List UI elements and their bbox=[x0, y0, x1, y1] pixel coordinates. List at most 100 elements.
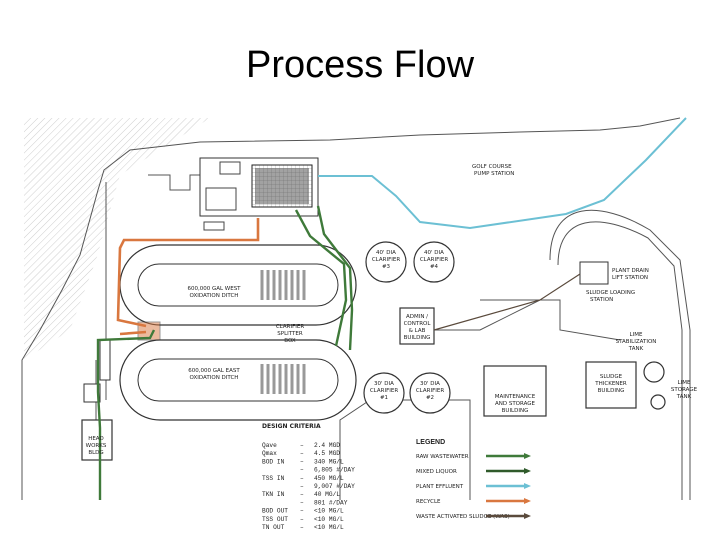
thickener-label: SLUDGE THICKENER BUILDING bbox=[594, 374, 627, 394]
svg-text:CLARIFIER: CLARIFIER bbox=[416, 388, 444, 394]
clarifier-4 bbox=[413, 241, 455, 283]
legend-arrow-icon bbox=[524, 498, 531, 504]
admin-label: ADMIN / CONTROL & LAB BUILDING bbox=[404, 314, 432, 341]
criteria-value: <10 MG/L bbox=[314, 524, 344, 531]
criteria-param: BOD IN bbox=[262, 458, 285, 465]
legend-label: PLANT EFFLUENT bbox=[416, 484, 464, 490]
criteria-param: TSS IN bbox=[262, 475, 285, 482]
lime-stab-label: LIME STABILIZATION TANK bbox=[616, 332, 657, 352]
admin-building bbox=[399, 307, 435, 345]
criteria-param: TSS OUT bbox=[262, 516, 288, 523]
legend-label: MIXED LIQUOR bbox=[416, 469, 457, 475]
svg-text:30' DIA: 30' DIA bbox=[420, 381, 440, 387]
svg-text:CLARIFIER: CLARIFIER bbox=[370, 388, 398, 394]
raw-wastewater-flow-line bbox=[96, 205, 354, 500]
svg-text:SLUDGE: SLUDGE bbox=[600, 374, 623, 380]
svg-text:600,000 GAL WEST: 600,000 GAL WEST bbox=[187, 286, 241, 292]
criteria-dash: – bbox=[300, 467, 304, 474]
legend: LEGEND RAW WASTEWATER MIXED LIQUOR PLANT E… bbox=[416, 439, 531, 520]
legend-label: WASTE ACTIVATED SLUDGE (WAS) bbox=[416, 514, 510, 520]
criteria-value: 9,007 #/DAY bbox=[314, 483, 355, 490]
criteria-dash: – bbox=[300, 442, 304, 449]
svg-text:BUILDING: BUILDING bbox=[502, 408, 529, 414]
svg-text:#1: #1 bbox=[380, 395, 388, 401]
svg-text:BLDG: BLDG bbox=[88, 450, 103, 456]
criteria-value: 340 MG/L bbox=[314, 458, 344, 465]
svg-text:TANK: TANK bbox=[676, 394, 692, 400]
was-flow-line bbox=[433, 273, 581, 331]
recycle-flow-line bbox=[116, 218, 260, 336]
legend-arrow-icon bbox=[524, 468, 531, 474]
criteria-value: <10 MG/L bbox=[314, 516, 344, 523]
svg-text:BOX: BOX bbox=[284, 338, 296, 344]
criteria-value: <10 MG/L bbox=[314, 508, 344, 515]
hatched-terrain bbox=[24, 118, 210, 360]
clarifier-1 bbox=[363, 372, 405, 414]
legend-label: RECYCLE bbox=[416, 499, 441, 505]
slide-title: Process Flow bbox=[245, 44, 475, 86]
svg-text:MAINTENANCE: MAINTENANCE bbox=[495, 394, 536, 400]
svg-text:& LAB: & LAB bbox=[409, 328, 426, 334]
svg-text:BUILDING: BUILDING bbox=[404, 335, 431, 341]
sludge-loading-label: SLUDGE LOADING STATION bbox=[586, 290, 635, 303]
plant-drain-lift-station bbox=[579, 261, 609, 285]
maintenance-building bbox=[483, 365, 547, 417]
svg-text:WORKS: WORKS bbox=[86, 443, 107, 449]
svg-text:CLARIFIER: CLARIFIER bbox=[276, 324, 304, 330]
svg-text:GOLF COURSE: GOLF COURSE bbox=[472, 164, 512, 170]
legend-arrow-icon bbox=[524, 453, 531, 459]
criteria-dash: – bbox=[300, 516, 304, 523]
svg-text:AND STORAGE: AND STORAGE bbox=[495, 401, 536, 407]
svg-text:SPLITTER: SPLITTER bbox=[277, 331, 303, 337]
svg-text:40' DIA: 40' DIA bbox=[424, 250, 444, 256]
criteria-param: Qmax bbox=[262, 450, 277, 457]
criteria-dash: – bbox=[300, 499, 304, 506]
criteria-value: 4.5 MGD bbox=[314, 450, 340, 457]
west-ditch-label: 600,000 GAL WEST OXIDATION DITCH bbox=[187, 286, 241, 299]
svg-text:BUILDING: BUILDING bbox=[598, 388, 625, 394]
criteria-dash: – bbox=[300, 508, 304, 515]
svg-text:LIME: LIME bbox=[630, 332, 643, 338]
svg-text:LIFT STATION: LIFT STATION bbox=[612, 275, 648, 281]
headworks-building bbox=[81, 339, 113, 461]
clarifier-3-label: 40' DIA CLARIFIER #3 bbox=[372, 250, 400, 270]
svg-text:OXIDATION DITCH: OXIDATION DITCH bbox=[190, 375, 239, 381]
svg-text:LIME: LIME bbox=[678, 380, 691, 386]
criteria-param: BOD OUT bbox=[262, 508, 288, 515]
splitter-label: CLARIFIER SPLITTER BOX bbox=[276, 324, 304, 344]
criteria-value: 40 MG/L bbox=[314, 491, 340, 498]
east-oxidation-ditch bbox=[119, 339, 357, 421]
effluent-flow-line bbox=[318, 117, 687, 230]
svg-text:SLUDGE LOADING: SLUDGE LOADING bbox=[586, 290, 635, 296]
clarifier-3 bbox=[365, 241, 407, 283]
svg-text:#4: #4 bbox=[430, 264, 439, 270]
svg-text:ADMIN /: ADMIN / bbox=[406, 314, 428, 320]
svg-text:600,000 GAL EAST: 600,000 GAL EAST bbox=[188, 368, 240, 374]
criteria-dash: – bbox=[300, 450, 304, 457]
lime-storage-label: LIME STORAGE TANK bbox=[671, 380, 698, 400]
svg-text:CONTROL: CONTROL bbox=[404, 321, 432, 327]
criteria-value: 450 MG/L bbox=[314, 475, 344, 482]
criteria-param: TKN IN bbox=[262, 491, 285, 498]
svg-text:40' DIA: 40' DIA bbox=[376, 250, 396, 256]
legend-title: LEGEND bbox=[416, 439, 445, 446]
svg-text:PUMP STATION: PUMP STATION bbox=[474, 171, 514, 177]
headworks-label: HEAD WORKS BLDG bbox=[86, 436, 107, 456]
clarifier-1-label: 30' DIA CLARIFIER #1 bbox=[370, 381, 398, 401]
svg-text:30' DIA: 30' DIA bbox=[374, 381, 394, 387]
svg-text:STABILIZATION: STABILIZATION bbox=[616, 339, 657, 345]
criteria-dash: – bbox=[300, 524, 304, 531]
legend-arrow-icon bbox=[524, 513, 531, 519]
legend-label: RAW WASTEWATER bbox=[416, 454, 469, 460]
svg-text:PLANT DRAIN: PLANT DRAIN bbox=[612, 268, 649, 274]
svg-text:CLARIFIER: CLARIFIER bbox=[420, 257, 448, 263]
criteria-param: TN OUT bbox=[262, 524, 285, 531]
clarifier-2 bbox=[409, 372, 451, 414]
svg-text:STORAGE: STORAGE bbox=[671, 387, 698, 393]
svg-text:OXIDATION DITCH: OXIDATION DITCH bbox=[190, 293, 239, 299]
svg-text:CLARIFIER: CLARIFIER bbox=[372, 257, 400, 263]
east-ditch-label: 600,000 GAL EAST OXIDATION DITCH bbox=[188, 368, 240, 381]
west-oxidation-ditch bbox=[119, 244, 357, 326]
